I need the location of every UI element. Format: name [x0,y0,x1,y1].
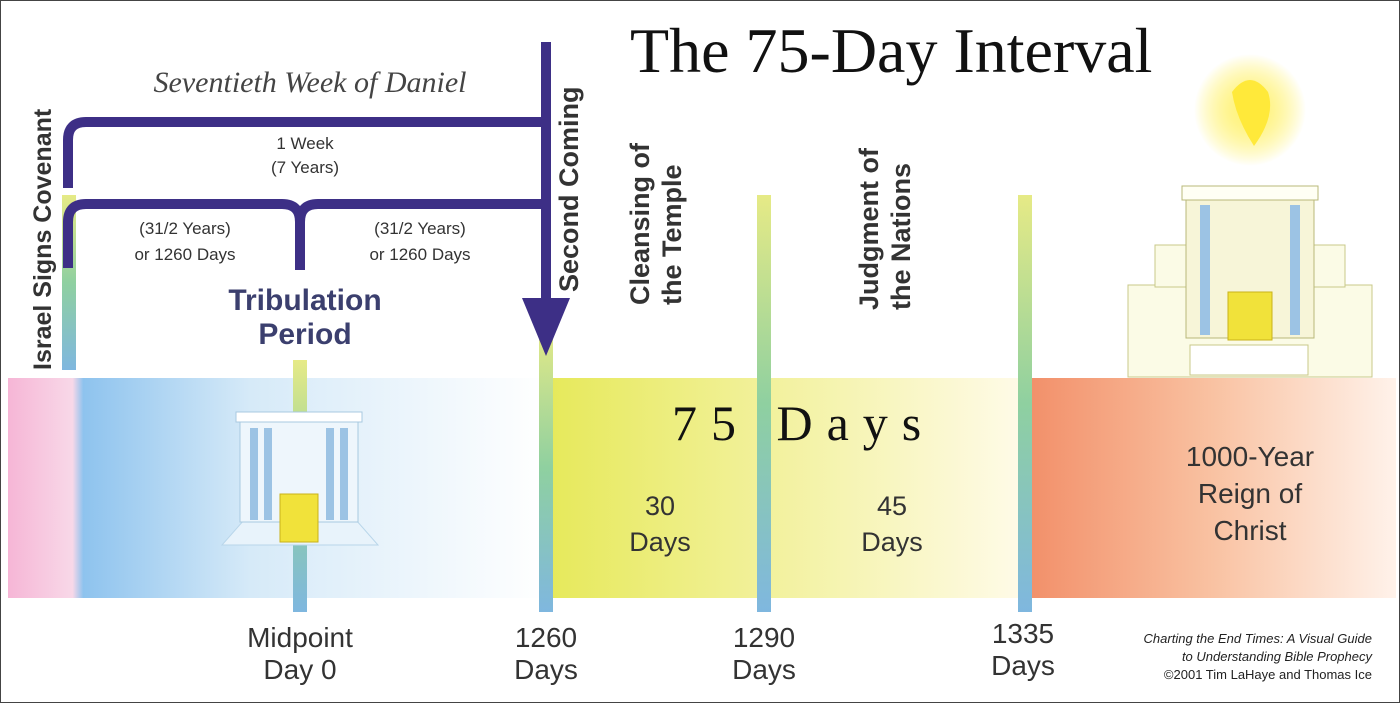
tick-unit: Days [514,654,578,685]
diagram-title: The 75-Day Interval [630,15,1153,86]
day-zero-text: Day 0 [263,654,337,685]
forty-five-days-label: 45 Days [832,488,952,560]
seventieth-week-label: Seventieth Week of Daniel [153,66,467,99]
cleansing-line: Cleansing of [625,142,655,305]
seventieth-week-bracket [63,117,546,188]
copyright-line: ©2001 Tim LaHaye and Thomas Ice [1163,667,1372,682]
second-coming-label: Second Coming [554,86,584,292]
second-half-span-label: (31/2 Years) or 1260 Days [345,216,495,268]
interval-band [546,378,1030,598]
thirty-days-label: 30 Days [600,488,720,560]
day-1260-marker [539,325,553,612]
midpoint-text: Midpoint [247,622,353,653]
thousand-year-reign-label: 1000-Year Reign of Christ [1150,438,1350,549]
tribulation-text: Tribulation [228,284,382,317]
book-title-line: Charting the End Times: A Visual Guide [1143,631,1372,646]
day-1260-tick-label: 1260 Days [486,622,606,686]
millennial-temple-illustration [1127,54,1373,378]
tick-unit: Days [732,654,796,685]
day-1335-marker [1018,195,1032,612]
half-days-text: or 1260 Days [369,245,471,264]
half-days-text: or 1260 Days [134,245,236,264]
thirty-text: 30 [644,491,676,521]
days-text: Days [861,527,923,557]
first-half-span-label: (31/2 Years) or 1260 Days [110,216,260,268]
nations-line: the Nations [886,162,916,310]
seventy-five-days-label: 75 Days [672,395,936,451]
reign-line-1: 1000-Year [1185,441,1315,472]
judgment-line: Judgment of [854,148,884,310]
source-credit: Charting the End Times: A Visual Guide t… [1110,630,1372,684]
tick-unit: Days [991,650,1055,681]
midpoint-tick-label: Midpoint Day 0 [210,622,390,686]
reign-line-3: Christ [1213,515,1287,546]
tribulation-period-label: Tribulation Period [195,284,415,352]
one-week-span-label: 1 Week (7 Years) [230,132,380,180]
temple-illustration [220,411,380,546]
temple-line: the Temple [657,164,687,305]
cleansing-temple-label: Cleansing of the Temple [624,143,688,305]
days-text: Days [629,527,691,557]
period-text: Period [258,318,352,351]
half-years-text: (31/2 Years) [374,219,466,238]
israel-signs-covenant-label: Israel Signs Covenant [29,108,57,370]
half-years-text: (31/2 Years) [139,219,231,238]
reign-band [1030,378,1396,598]
tick-number: 1290 [732,622,796,653]
second-coming-arrow [522,42,570,356]
day-1335-tick-label: 1335 Days [963,618,1083,682]
half-week-brackets [63,199,546,270]
judgment-nations-label: Judgment of the Nations [853,148,917,310]
reign-line-2: Reign of [1197,478,1303,509]
day-1290-marker [757,195,771,612]
forty-five-text: 45 [876,491,908,521]
tick-number: 1335 [991,618,1055,649]
tick-number: 1260 [514,622,578,653]
day-1290-tick-label: 1290 Days [704,622,824,686]
book-subtitle-line: to Understanding Bible Prophecy [1181,649,1372,664]
one-week-text: 1 Week [276,134,334,153]
seven-years-text: (7 Years) [270,158,340,177]
